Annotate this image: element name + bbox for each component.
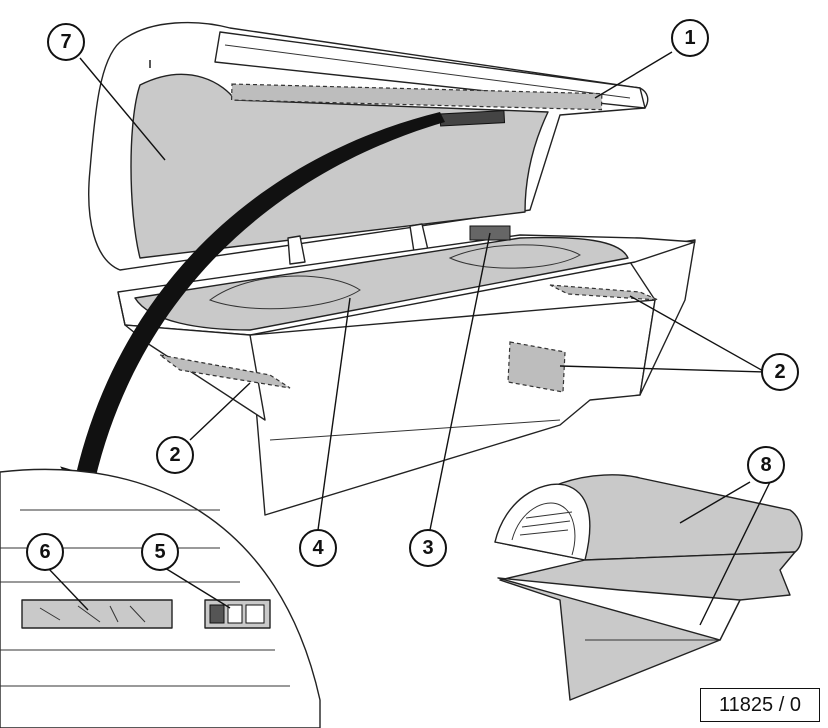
- callout-8: 8: [747, 446, 785, 484]
- callout-8-label: 8: [760, 454, 771, 476]
- side-lamp-area-top-right: [549, 284, 659, 301]
- control-display: [21, 599, 173, 629]
- callout-2-left-label: 2: [169, 444, 180, 466]
- callout-1: 1: [671, 19, 709, 57]
- callout-2-right-label: 2: [774, 361, 785, 383]
- side-lamp-area-right: [507, 341, 566, 393]
- callout-3-label: 3: [422, 537, 433, 559]
- closed-unit: [494, 474, 803, 701]
- leader-7: [79, 57, 166, 161]
- reference-number: 11825 / 0: [700, 688, 820, 722]
- callout-5-label: 5: [154, 541, 165, 563]
- base-bench: [117, 225, 696, 516]
- callout-6-label: 6: [39, 541, 50, 563]
- leader-lines: [47, 51, 771, 626]
- side-lamp-area-left: [159, 354, 291, 389]
- callout-6: 6: [26, 533, 64, 571]
- callout-4-label: 4: [312, 537, 324, 559]
- lid-hinge-left: [287, 235, 306, 265]
- callout-2-right: 2: [761, 353, 799, 391]
- callout-4: 4: [299, 529, 337, 567]
- callout-1-label: 1: [684, 27, 695, 49]
- callout-7-label: 7: [60, 31, 71, 53]
- callout-5: 5: [141, 533, 179, 571]
- callout-2-left: 2: [156, 436, 194, 474]
- canopy-lamp-strip: [230, 83, 603, 111]
- callout-7: 7: [47, 23, 85, 61]
- detail-inset: [0, 468, 321, 728]
- callout-3: 3: [409, 529, 447, 567]
